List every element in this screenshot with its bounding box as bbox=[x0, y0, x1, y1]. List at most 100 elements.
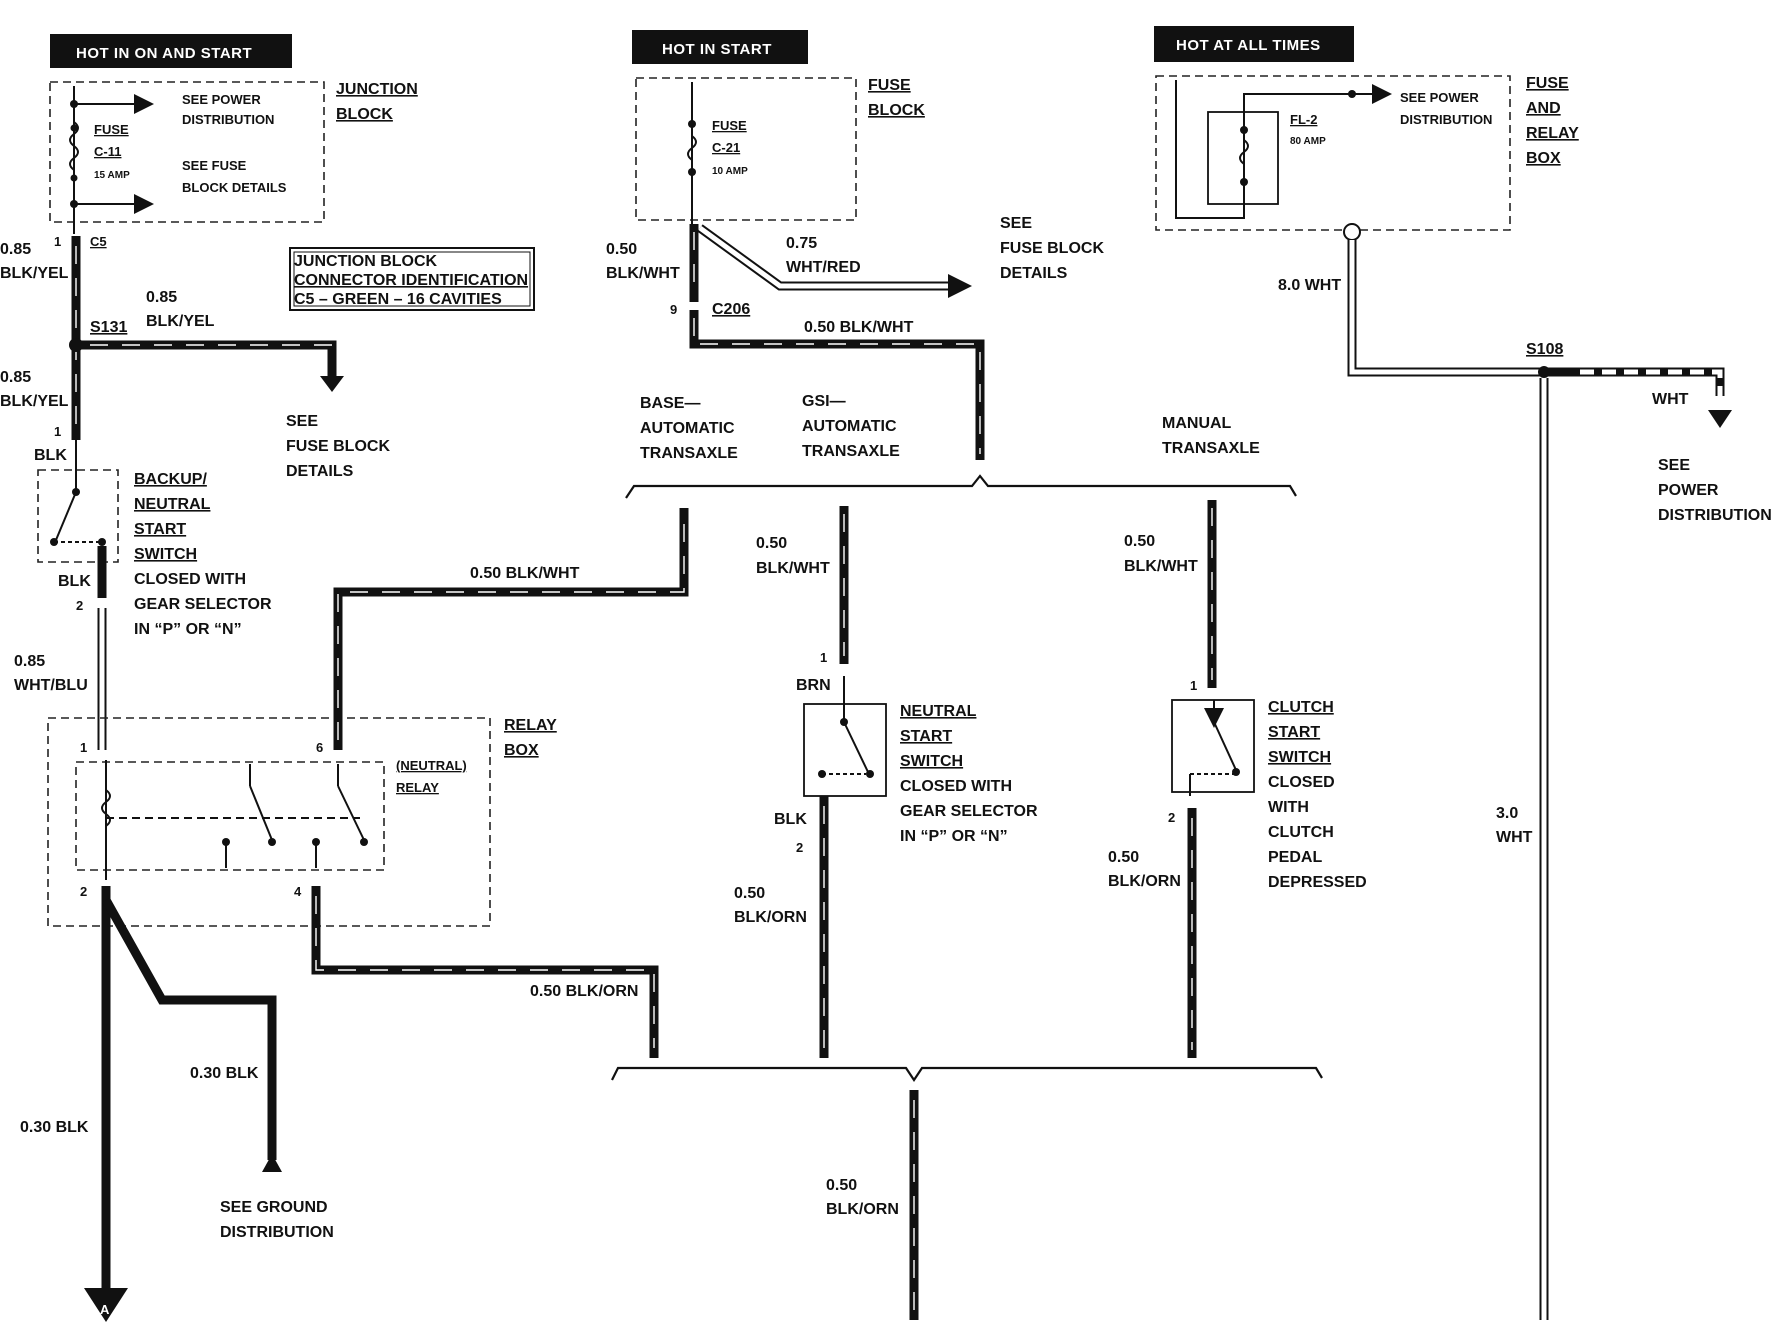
nss-4: CLOSED WITH bbox=[900, 778, 1012, 795]
brn-label: BRN bbox=[796, 677, 831, 694]
gsi-3: TRANSAXLE bbox=[802, 443, 900, 460]
see-gnd-a: SEE GROUND bbox=[220, 1199, 328, 1216]
blk-label-1: BLK bbox=[34, 447, 67, 464]
relay4-wire-label: 0.50 BLK/ORN bbox=[530, 983, 638, 1000]
frb-see-power-2: DISTRIBUTION bbox=[1400, 112, 1492, 127]
w3-color: BLK/YEL bbox=[0, 393, 69, 410]
bottom-common-wire: 0.50 BLK/ORN bbox=[826, 1090, 919, 1320]
css-5: WITH bbox=[1268, 799, 1309, 816]
conn-id-2: CONNECTOR IDENTIFICATION bbox=[294, 272, 528, 289]
relay-pin6: 6 bbox=[316, 740, 323, 755]
backup-neutral-start-switch: BACKUP/ NEUTRAL START SWITCH CLOSED WITH… bbox=[37, 440, 272, 638]
wht-label: WHT bbox=[1652, 391, 1689, 408]
blk-label-3: BLK bbox=[774, 811, 807, 828]
wht3-gauge: 3.0 bbox=[1496, 805, 1518, 822]
fb-title-2: BLOCK bbox=[868, 102, 925, 119]
blk-label-2: BLK bbox=[58, 573, 91, 590]
bns-4: SWITCH bbox=[134, 546, 197, 563]
conn-id-3: C5 – GREEN – 16 CAVITIES bbox=[294, 291, 502, 308]
nss-2: START bbox=[900, 728, 952, 745]
nss-6: IN “P” OR “N” bbox=[900, 828, 1008, 845]
gsi-color: BLK/WHT bbox=[756, 560, 830, 577]
c206-pin: 9 bbox=[670, 302, 677, 317]
hot-start-label: HOT IN START bbox=[662, 41, 772, 58]
jb-title-1: JUNCTION bbox=[336, 81, 418, 98]
css-pin2: 2 bbox=[1168, 810, 1175, 825]
a-wire-label: 0.30 BLK bbox=[20, 1119, 89, 1136]
junction-block: FUSE C-11 15 AMP SEE POWER DISTRIBUTION … bbox=[49, 81, 418, 234]
hot-start-tag: HOT IN START bbox=[632, 30, 808, 64]
see-fb-2c: DETAILS bbox=[1000, 265, 1068, 282]
fb-fuse-id: C-21 bbox=[712, 140, 740, 155]
gsi-gauge: 0.50 bbox=[756, 535, 787, 552]
css-out-color: BLK/ORN bbox=[1108, 873, 1181, 890]
relay-box: 1 6 2 4 (NEUTRAL) RELAY RELAY BOX bbox=[47, 717, 557, 927]
jb-title-2: BLOCK bbox=[336, 106, 393, 123]
gsi-neutral-start-switch: 0.50 BLK/WHT 1 BRN BLK 2 0.50 BLK/ORN NE… bbox=[734, 506, 1038, 1058]
base-1: BASE— bbox=[640, 395, 700, 412]
see-fb-1b: FUSE BLOCK bbox=[286, 438, 390, 455]
wr-color: WHT/RED bbox=[786, 259, 861, 276]
fb-wire-color: BLK/WHT bbox=[606, 265, 680, 282]
fb-fuse-rating: 10 AMP bbox=[712, 166, 748, 177]
w2-color: BLK/YEL bbox=[146, 313, 215, 330]
bns-6: GEAR SELECTOR bbox=[134, 596, 272, 613]
hot-on-start-tag: HOT IN ON AND START bbox=[50, 34, 292, 68]
c206-label: C206 bbox=[712, 301, 750, 318]
s131-label: S131 bbox=[90, 319, 127, 336]
w2-gauge: 0.85 bbox=[146, 289, 177, 306]
css-2: START bbox=[1268, 724, 1320, 741]
hot-all-times-tag: HOT AT ALL TIMES bbox=[1154, 26, 1354, 62]
css-7: PEDAL bbox=[1268, 849, 1322, 866]
power-feed-wires: 8.0 WHT S108 WHT SEE POWER DISTRIBUTION … bbox=[1278, 223, 1772, 1320]
frb-see-power-1: SEE POWER bbox=[1400, 90, 1479, 105]
man-gauge: 0.50 bbox=[1124, 533, 1155, 550]
see-fb-1c: DETAILS bbox=[286, 463, 354, 480]
arrow-a-label: A bbox=[100, 1302, 110, 1317]
frb-fuse-rating: 80 AMP bbox=[1290, 136, 1326, 147]
css-out-gauge: 0.50 bbox=[1108, 849, 1139, 866]
gsi-2: AUTOMATIC bbox=[802, 418, 897, 435]
c5-pin: 1 bbox=[54, 234, 61, 249]
relay-pin4: 4 bbox=[294, 884, 302, 899]
jb-fuse-rating: 15 AMP bbox=[94, 170, 130, 181]
c5-label: C5 bbox=[90, 234, 107, 249]
jb-fuse-id: C-11 bbox=[94, 144, 121, 159]
w3-gauge: 0.85 bbox=[0, 369, 31, 386]
css-3: SWITCH bbox=[1268, 749, 1331, 766]
see-pd-c: DISTRIBUTION bbox=[1658, 507, 1772, 524]
jb-see-power-1: SEE POWER bbox=[182, 92, 261, 107]
nss-pin2: 2 bbox=[796, 840, 803, 855]
bns-5: CLOSED WITH bbox=[134, 571, 246, 588]
css-8: DEPRESSED bbox=[1268, 874, 1367, 891]
jb-fuse-label: FUSE bbox=[94, 122, 129, 137]
conn-id-1: JUNCTION BLOCK bbox=[294, 253, 438, 270]
c206-wire-label: 0.50 BLK/WHT bbox=[804, 319, 914, 336]
base-3: TRANSAXLE bbox=[640, 445, 738, 462]
hot-all-times-label: HOT AT ALL TIMES bbox=[1176, 37, 1321, 54]
fb-title-1: FUSE bbox=[868, 77, 911, 94]
relay-name-1: (NEUTRAL) bbox=[396, 758, 467, 773]
gnd-wire-label: 0.30 BLK bbox=[190, 1065, 259, 1082]
s108-label: S108 bbox=[1526, 341, 1563, 358]
variant-headings: BASE— AUTOMATIC TRANSAXLE GSI— AUTOMATIC… bbox=[611, 393, 1323, 1082]
relay-box-title-1: RELAY bbox=[504, 717, 557, 734]
w1-color: BLK/YEL bbox=[0, 265, 69, 282]
nss-out-color: BLK/ORN bbox=[734, 909, 807, 926]
nss-pin1: 1 bbox=[820, 650, 827, 665]
relay-pin2: 2 bbox=[80, 884, 87, 899]
bottom-color: BLK/ORN bbox=[826, 1201, 899, 1218]
wht8-label: 8.0 WHT bbox=[1278, 277, 1341, 294]
fuse-block: FUSE C-21 10 AMP FUSE BLOCK bbox=[635, 77, 925, 224]
see-pd-b: POWER bbox=[1658, 482, 1719, 499]
fuse-block-wires: 0.50 BLK/WHT 0.75 WHT/RED SEE FUSE BLOCK… bbox=[606, 215, 1104, 460]
jb-see-power-2: DISTRIBUTION bbox=[182, 112, 274, 127]
nss-3: SWITCH bbox=[900, 753, 963, 770]
left-circuit: 1 C5 0.85 BLK/YEL S131 0.85 BLK/YEL 0.85… bbox=[0, 234, 390, 480]
relay-name-2: RELAY bbox=[396, 780, 439, 795]
bns-3: START bbox=[134, 521, 186, 538]
css-1: CLUTCH bbox=[1268, 699, 1334, 716]
man-1: MANUAL bbox=[1162, 415, 1232, 432]
see-fb-2a: SEE bbox=[1000, 215, 1032, 232]
